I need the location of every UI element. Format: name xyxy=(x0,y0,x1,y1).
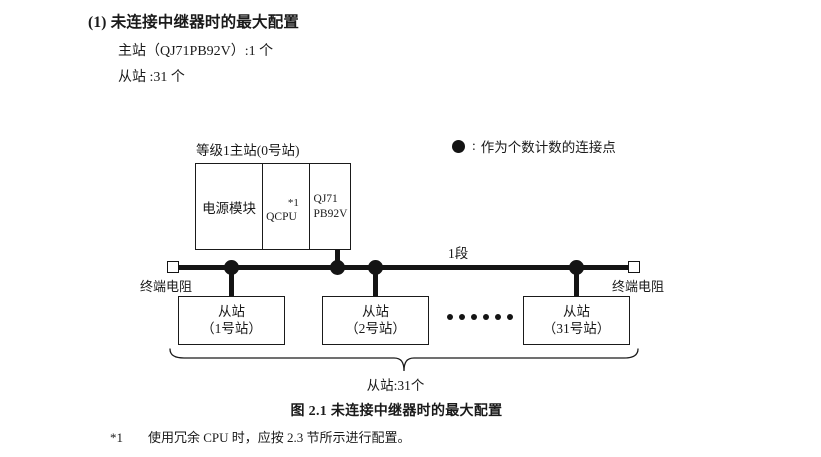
network-module-label: QJ71 PB92V xyxy=(310,192,348,221)
slave-station-box-2: 从站 （2号站） xyxy=(322,296,429,345)
cpu-label: QCPU xyxy=(266,210,297,223)
footnote: *1 使用冗余 CPU 时，应按 2.3 节所示进行配置。 xyxy=(110,427,411,446)
ellipsis-dot xyxy=(483,314,489,320)
legend-label: 作为个数计数的连接点 xyxy=(480,140,616,155)
ellipsis-dot xyxy=(459,314,465,320)
drop-line-slave-2 xyxy=(373,266,378,297)
master-station-label: 等级1主站(0号站) xyxy=(196,143,300,158)
ellipsis-dot xyxy=(507,314,513,320)
ellipsis-dots xyxy=(447,314,513,320)
connection-node-master xyxy=(330,260,345,275)
ellipsis-dot xyxy=(471,314,477,320)
segment-label: 1段 xyxy=(448,246,469,261)
slave-title-1: 从站 xyxy=(218,303,245,319)
power-module-label: 电源模块 xyxy=(202,200,257,216)
rack-cell-network-module: QJ71 PB92V xyxy=(310,164,350,249)
slave-station-number-31: （31号站） xyxy=(542,320,611,336)
rack-cell-cpu: QCPU *1 xyxy=(263,164,310,250)
legend-colon: : xyxy=(472,138,476,153)
terminator-label-right: 终端电阻 xyxy=(612,279,665,294)
section-number: (1) xyxy=(88,14,107,31)
section-title: 未连接中继器时的最大配置 xyxy=(110,14,300,31)
slave-station-box-1: 从站 （1号站） xyxy=(178,296,285,345)
master-rack: 电源模块 QCPU *1 QJ71 PB92V xyxy=(195,163,351,250)
network-module-line1: QJ71 xyxy=(313,193,338,206)
terminator-square-left-icon xyxy=(167,261,179,273)
filled-circle-icon xyxy=(452,139,465,153)
brace-label-text: 从站:31个 xyxy=(366,378,425,393)
footnote-mark: *1 xyxy=(110,430,123,445)
slave-station-box-31: 从站 （31号站） xyxy=(523,296,630,345)
cpu-label-wrap: QCPU *1 xyxy=(263,197,299,250)
legend: : 作为个数计数的连接点 xyxy=(452,136,616,156)
rack-cell-power-module: 电源模块 xyxy=(196,164,264,249)
network-module-line2: PB92V xyxy=(313,207,348,220)
slave-station-number-1: （1号站） xyxy=(201,320,262,336)
drop-line-slave-31 xyxy=(574,266,579,297)
slave-title-2: 从站 xyxy=(362,303,389,319)
ellipsis-dot xyxy=(495,314,501,320)
footnote-text: 使用冗余 CPU 时，应按 2.3 节所示进行配置。 xyxy=(148,430,411,445)
brace-label: 从站:31个 xyxy=(0,374,821,394)
slave-station-number-2: （2号站） xyxy=(345,320,406,336)
heading-detail-master: 主站（QJ71PB92V）:1 个 xyxy=(118,44,274,59)
bus-trunk-line xyxy=(178,265,630,270)
drop-line-slave-1 xyxy=(229,266,234,297)
slave-title-31: 从站 xyxy=(563,303,590,319)
ellipsis-dot xyxy=(447,314,453,320)
slave-group-brace xyxy=(168,348,640,374)
section-heading: (1)未连接中继器时的最大配置 xyxy=(88,10,299,32)
terminator-square-right-icon xyxy=(628,261,640,273)
figure-caption-text: 图 2.1 未连接中继器时的最大配置 xyxy=(290,404,503,419)
heading-detail-slave: 从站 :31 个 xyxy=(118,70,185,85)
cpu-footnote-mark: *1 xyxy=(287,196,299,209)
figure-caption: 图 2.1 未连接中继器时的最大配置 xyxy=(0,400,821,420)
terminator-label-left: 终端电阻 xyxy=(140,279,193,294)
master-drop-line xyxy=(335,250,340,268)
